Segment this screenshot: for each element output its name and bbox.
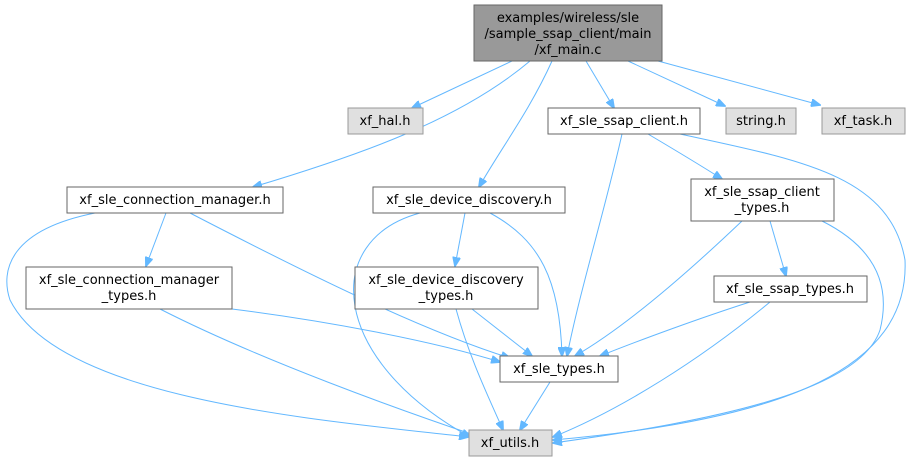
edge-ssap-client-types-sle-types bbox=[575, 220, 743, 356]
node-utils[interactable]: xf_utils.h bbox=[468, 429, 553, 457]
node-conn-mgr-types[interactable]: xf_sle_connection_manager _types.h bbox=[25, 266, 233, 310]
node-ssap-types-label: xf_sle_ssap_types.h bbox=[726, 282, 854, 297]
node-xf-hal-box bbox=[347, 107, 424, 135]
edge-ssap-client-types-utils bbox=[553, 220, 884, 443]
edge-dev-disc-types-sle-types bbox=[471, 308, 532, 356]
edge-dev-disc-types-utils bbox=[455, 308, 503, 430]
edge-conn-mgr-types-utils bbox=[159, 308, 480, 437]
node-sle-types-label: xf_sle_types.h bbox=[513, 362, 605, 377]
node-utils-label: xf_utils.h bbox=[481, 436, 539, 451]
nodes: examples/wireless/sle /sample_ssap_clien… bbox=[25, 4, 906, 457]
node-dev-disc-box bbox=[372, 186, 566, 214]
node-xf-hal[interactable]: xf_hal.h bbox=[347, 107, 424, 135]
node-ssap-types-box bbox=[713, 275, 868, 303]
node-ssap-types[interactable]: xf_sle_ssap_types.h bbox=[713, 275, 868, 303]
edge-sle-types-utils bbox=[520, 381, 551, 430]
edge-dev-disc-sle-types bbox=[489, 212, 562, 356]
node-conn-mgr-types-box bbox=[25, 266, 233, 310]
node-conn-mgr-box bbox=[66, 186, 284, 214]
node-conn-mgr[interactable]: xf_sle_connection_manager.h bbox=[66, 186, 284, 214]
edge-ssap-types-sle-types bbox=[600, 301, 751, 356]
node-root-line-1: examples/wireless/sle bbox=[497, 11, 639, 26]
node-ssap-client-types-line-1: xf_sle_ssap_client bbox=[704, 185, 820, 200]
node-dev-disc-types[interactable]: xf_sle_device_discovery _types.h bbox=[354, 266, 539, 310]
node-ssap-client-types-box bbox=[690, 178, 835, 222]
edge-ssap-client-sle-types bbox=[567, 133, 623, 356]
edge-ssap-client-ssap-client-types bbox=[647, 133, 722, 179]
node-string-box bbox=[725, 107, 797, 135]
node-string[interactable]: string.h bbox=[725, 107, 797, 135]
node-ssap-client[interactable]: xf_sle_ssap_client.h bbox=[547, 107, 701, 135]
node-ssap-client-box bbox=[547, 107, 701, 135]
edge-root-ssap-client bbox=[585, 60, 614, 108]
edge-conn-mgr-types-sle-types bbox=[231, 308, 500, 362]
node-dev-disc[interactable]: xf_sle_device_discovery.h bbox=[372, 186, 566, 214]
edge-conn-mgr-utils bbox=[6, 212, 468, 437]
node-dev-disc-types-line-1: xf_sle_device_discovery bbox=[368, 273, 524, 288]
edge-conn-mgr-conn-mgr-types bbox=[146, 212, 167, 266]
edge-dev-disc-dev-disc-types bbox=[455, 212, 466, 266]
edge-root-string bbox=[627, 60, 725, 106]
edge-ssap-client-types-ssap-types bbox=[769, 220, 786, 276]
node-xf-task-label: xf_task.h bbox=[834, 114, 893, 129]
node-dev-disc-types-box bbox=[354, 266, 539, 310]
edge-ssap-types-utils bbox=[553, 301, 771, 437]
edge-ssap-client-utils bbox=[553, 133, 906, 440]
node-sle-types[interactable]: xf_sle_types.h bbox=[499, 355, 619, 383]
node-ssap-client-types-line-2: _types.h bbox=[734, 201, 790, 216]
node-string-label: string.h bbox=[736, 114, 786, 129]
node-ssap-client-types[interactable]: xf_sle_ssap_client _types.h bbox=[690, 178, 835, 222]
node-sle-types-box bbox=[499, 355, 619, 383]
edge-root-dev-disc bbox=[479, 60, 553, 187]
node-dev-disc-label: xf_sle_device_discovery.h bbox=[386, 193, 552, 208]
edge-root-xf-hal bbox=[412, 60, 513, 108]
node-xf-task-box bbox=[821, 107, 906, 135]
node-xf-hal-label: xf_hal.h bbox=[360, 114, 411, 129]
node-root-line-3: /xf_main.c bbox=[535, 43, 602, 58]
edges bbox=[6, 60, 906, 443]
edge-root-xf-task bbox=[657, 60, 820, 105]
node-root-xf-main[interactable]: examples/wireless/sle /sample_ssap_clien… bbox=[473, 4, 663, 62]
node-ssap-client-label: xf_sle_ssap_client.h bbox=[560, 114, 688, 129]
node-root-box bbox=[473, 4, 663, 62]
edge-dev-disc-utils bbox=[353, 212, 470, 437]
node-conn-mgr-types-line-1: xf_sle_connection_manager bbox=[39, 273, 220, 288]
node-dev-disc-types-line-2: _types.h bbox=[418, 289, 474, 304]
node-conn-mgr-types-line-2: _types.h bbox=[101, 289, 157, 304]
node-root-line-2: /sample_ssap_client/main bbox=[485, 27, 652, 42]
node-conn-mgr-label: xf_sle_connection_manager.h bbox=[79, 193, 270, 208]
node-utils-box bbox=[468, 429, 553, 457]
node-xf-task[interactable]: xf_task.h bbox=[821, 107, 906, 135]
